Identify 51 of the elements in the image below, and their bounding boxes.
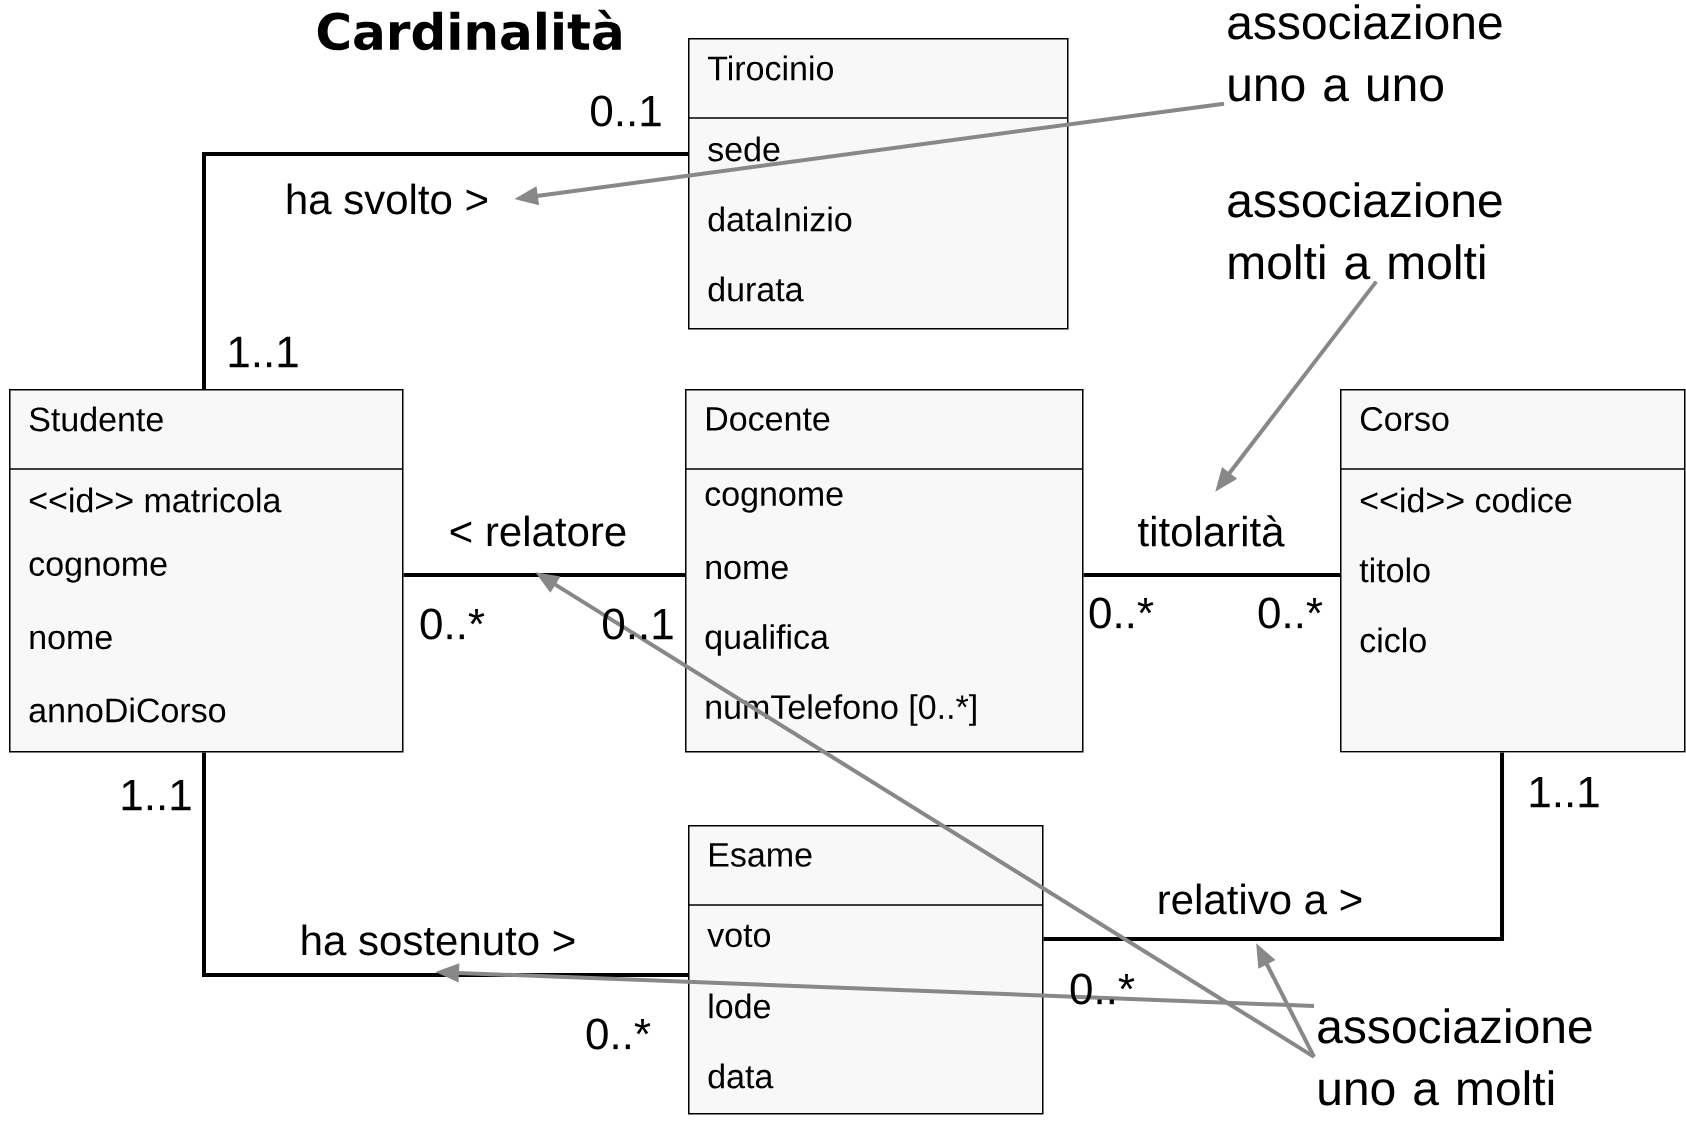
attribute-text: nome xyxy=(706,560,788,580)
attribute-text: titolo xyxy=(1359,557,1430,583)
callout-text: associazione molti a molti xyxy=(1228,182,1502,280)
multiplicity-label: 0..* xyxy=(1258,597,1323,629)
attribute-text: annoDiCorso xyxy=(29,697,226,723)
class-box xyxy=(1339,389,1686,753)
attribute-text: qualifica xyxy=(705,624,829,656)
multiplicity-label: 0..1 xyxy=(603,608,673,640)
attribute-text: nome xyxy=(30,630,112,650)
callout-text: associazione uno a uno xyxy=(1228,4,1502,102)
edge-label: ha svolto > xyxy=(283,182,491,216)
association-line xyxy=(1043,752,1504,941)
class-name: Tirocinio xyxy=(708,55,833,81)
edge-label: ha sostenuto > xyxy=(298,923,578,957)
class-box xyxy=(687,825,1044,1115)
edge-label: relativo a > xyxy=(1155,882,1365,916)
class-box xyxy=(687,38,1069,330)
attribute-text: <<id>> matricola xyxy=(29,487,282,513)
association-line xyxy=(202,152,688,389)
class-name: Studente xyxy=(29,406,163,432)
attribute-text: <<id>> codice xyxy=(1360,487,1572,513)
multiplicity-label: 1..1 xyxy=(1530,776,1599,808)
attribute-text: voto xyxy=(707,924,771,948)
multiplicity-label: 0..* xyxy=(586,1018,651,1050)
attribute-text: cognome xyxy=(29,557,167,583)
attribute-text: data xyxy=(708,1063,774,1089)
edge-label: titolarità xyxy=(1136,514,1286,548)
class-name: Esame xyxy=(710,843,812,867)
callout-text: associazione uno a molti xyxy=(1318,1008,1592,1106)
attribute-text: numTelefono [0..*] xyxy=(706,694,976,726)
attribute-text: ciclo xyxy=(1360,627,1426,653)
class-box xyxy=(684,389,1084,753)
edge-label: < relatore xyxy=(447,514,629,548)
multiplicity-label: 1..1 xyxy=(229,336,298,368)
association-line xyxy=(202,752,688,977)
attribute-text: durata xyxy=(708,276,804,302)
class-box xyxy=(8,389,404,753)
association-line xyxy=(403,573,685,577)
multiplicity-label: 0..* xyxy=(420,608,485,640)
class-name: Docente xyxy=(707,407,830,431)
multiplicity-label: 0..1 xyxy=(591,95,661,127)
multiplicity-label: 0..* xyxy=(1070,973,1135,1005)
class-name: Corso xyxy=(1360,406,1449,432)
attribute-text: dataInizio xyxy=(708,206,852,232)
title: Cardinalità xyxy=(317,9,621,51)
association-line xyxy=(1083,573,1340,577)
attribute-text: sede xyxy=(708,136,780,162)
multiplicity-label: 0..* xyxy=(1089,597,1154,629)
attribute-text: lode xyxy=(709,993,770,1019)
attribute-text: cognome xyxy=(705,487,843,513)
multiplicity-label: 1..1 xyxy=(122,779,191,811)
